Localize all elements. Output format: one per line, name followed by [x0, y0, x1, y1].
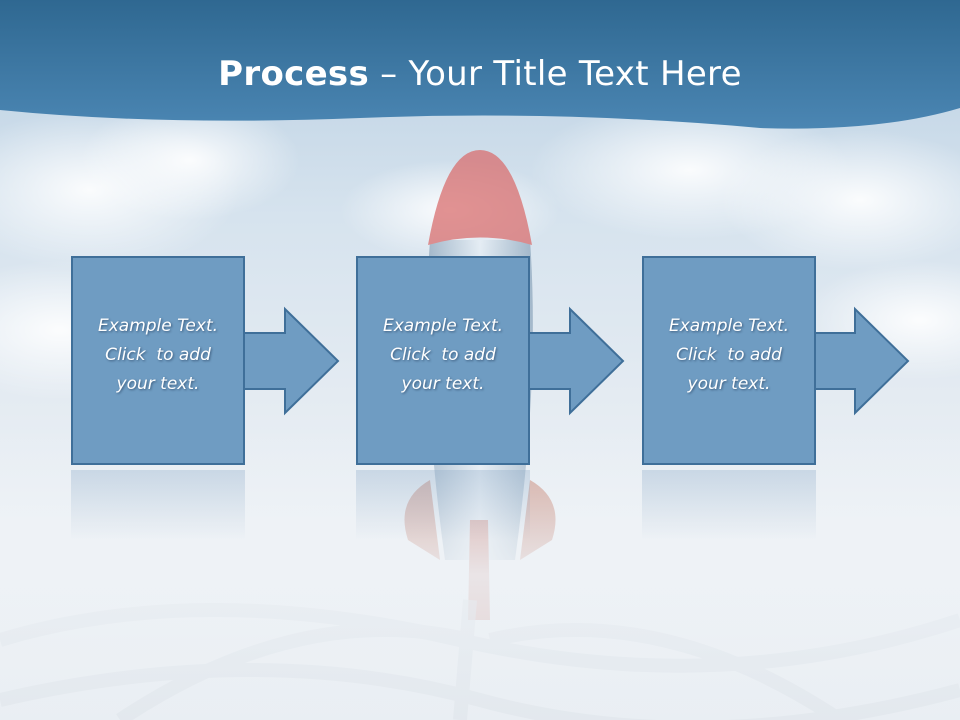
title-rest: – Your Title Text Here — [369, 54, 742, 94]
slide-title[interactable]: Process – Your Title Text Here — [0, 54, 960, 94]
step-line: your text. — [116, 374, 200, 394]
block-reflection — [71, 470, 245, 540]
block-reflection — [642, 470, 816, 540]
step-text: Example Text. Click to add your text. — [644, 312, 814, 399]
process-step-1[interactable]: Example Text. Click to add your text. — [71, 256, 245, 465]
arrow-right-3 — [814, 306, 910, 416]
step-line: Click to add — [390, 345, 496, 365]
block-reflection — [356, 470, 530, 540]
step-line: Example Text. — [382, 316, 504, 336]
step-text: Example Text. Click to add your text. — [73, 312, 243, 399]
process-step-2[interactable]: Example Text. Click to add your text. — [356, 256, 530, 465]
step-line: Click to add — [105, 345, 211, 365]
step-text: Example Text. Click to add your text. — [358, 312, 528, 399]
step-line: your text. — [687, 374, 771, 394]
arrow-right-2 — [529, 306, 625, 416]
step-line: Click to add — [676, 345, 782, 365]
arrow-right-1 — [244, 306, 340, 416]
step-line: Example Text. — [97, 316, 219, 336]
step-line: your text. — [401, 374, 485, 394]
title-bold: Process — [218, 54, 370, 94]
process-step-3[interactable]: Example Text. Click to add your text. — [642, 256, 816, 465]
header-band — [0, 0, 960, 129]
step-line: Example Text. — [668, 316, 790, 336]
